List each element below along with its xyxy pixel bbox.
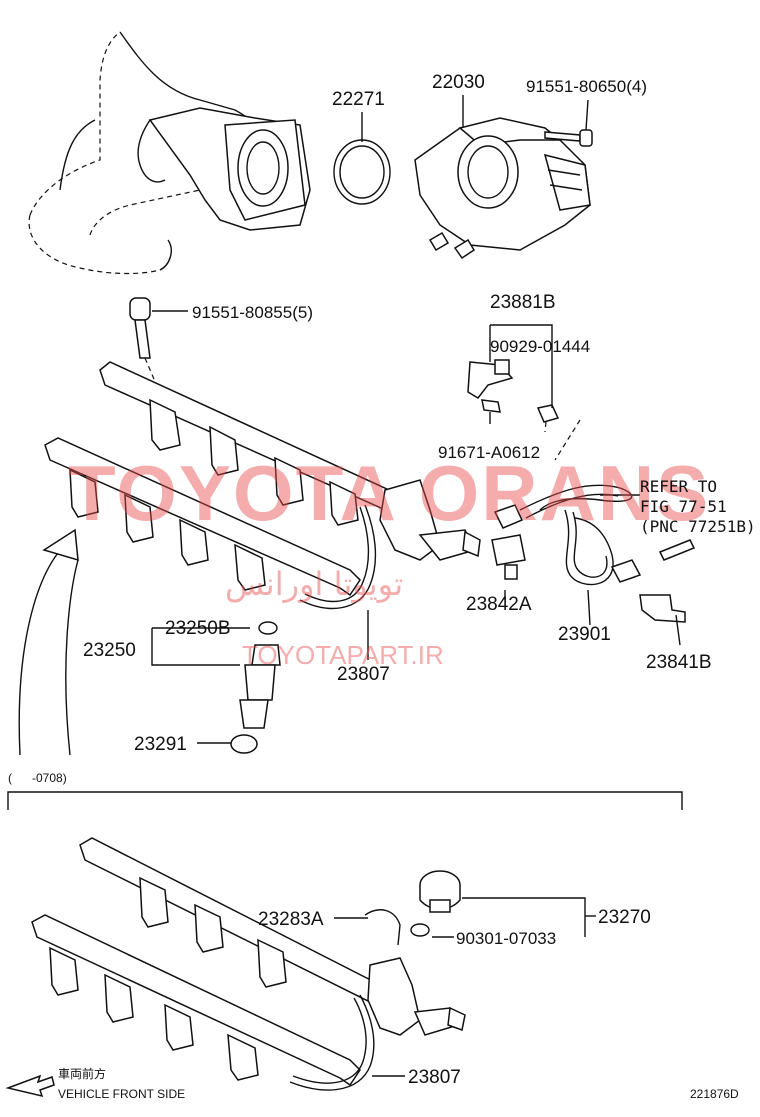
figure-id: 221876D	[690, 1087, 739, 1101]
refer-line-2: FIG 77-51	[640, 497, 727, 516]
bolt-91551-80855	[129, 297, 188, 406]
date-range-label: ( -0708)	[8, 771, 67, 785]
label-23807-bottom: 23807	[408, 1067, 461, 1088]
leader-lines-top	[151, 324, 640, 744]
label-91551-80650: 91551-80650(4)	[526, 77, 647, 96]
label-23283A: 23283A	[258, 909, 324, 930]
gasket-22271	[333, 112, 391, 205]
bracket-23881B	[467, 359, 581, 461]
hose-23901	[493, 484, 642, 626]
fuel-rail-lower-set	[31, 837, 466, 1091]
vehicle-front-en: VEHICLE FRONT SIDE	[58, 1087, 185, 1101]
leader-lines-bottom	[5, 897, 596, 1098]
label-90929-01444: 90929-01444	[490, 337, 590, 356]
label-23270: 23270	[598, 907, 651, 928]
label-23250: 23250	[83, 640, 136, 661]
label-23842A: 23842A	[466, 594, 532, 615]
connector-23842A	[491, 534, 526, 580]
intake-manifold	[28, 31, 311, 275]
vehicle-front-jp: 車両前方	[58, 1066, 106, 1081]
label-22030: 22030	[432, 72, 485, 93]
refer-line-3: (PNC 77251B)	[640, 517, 756, 536]
label-23841B: 23841B	[646, 652, 712, 673]
label-23250B: 23250B	[165, 618, 231, 639]
fuel-rail-upper-set	[44, 361, 481, 610]
section-divider	[7, 528, 683, 810]
watermark: TOYOTA ORANS تویوتا اورانس TOYOTAPART.IR	[68, 449, 710, 670]
watermark-site: TOYOTAPART.IR	[242, 640, 444, 670]
throttle-body-22030	[414, 95, 593, 260]
label-23807-top: 23807	[337, 664, 390, 685]
part-labels: 22271 22030 91551-80650(4) 91551-80855(5…	[8, 72, 756, 1101]
label-91551-80855: 91551-80855(5)	[192, 303, 313, 322]
watermark-main: TOYOTA ORANS	[68, 449, 710, 537]
label-91671-A0612: 91671-A0612	[438, 443, 540, 462]
hose-connector-ref	[639, 539, 696, 646]
label-90301-07033: 90301-07033	[456, 929, 556, 948]
label-23291: 23291	[134, 734, 187, 755]
label-23881B: 23881B	[490, 292, 556, 313]
watermark-persian: تویوتا اورانس	[225, 565, 403, 603]
label-23901: 23901	[558, 624, 611, 645]
refer-line-1: REFER TO	[640, 477, 717, 496]
injector-23250	[230, 621, 281, 754]
label-22271: 22271	[332, 89, 385, 110]
